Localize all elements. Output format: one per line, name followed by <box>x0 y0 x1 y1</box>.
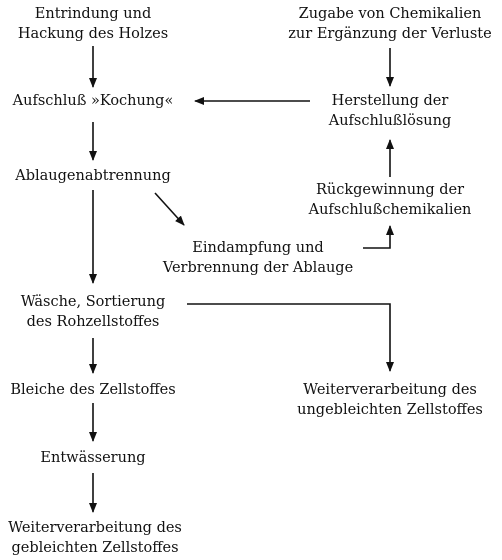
node-aufschluss: Aufschluß »Kochung« <box>0 91 186 111</box>
node-rueckgewinnung-line-1: Rückgewinnung der <box>315 182 465 198</box>
node-weiterverarbeitung-ungebleicht-line-2: ungebleichten Zellstoffes <box>297 402 483 418</box>
node-waesche-line-2: des Rohzellstoffes <box>26 314 160 330</box>
node-entwaesserung-line-1: Entwässerung <box>40 450 146 466</box>
node-ablaugen: Ablaugenabtrennung <box>3 166 183 186</box>
arrow-eindampfung-to-rueckgewinnung <box>363 225 394 249</box>
node-rueckgewinnung: Rückgewinnung der Aufschlußchemikalien <box>290 180 490 220</box>
node-zugabe: Zugabe von Chemikalien zur Ergänzung der… <box>280 4 500 44</box>
node-herstellung: Herstellung der Aufschlußlösung <box>300 91 480 131</box>
node-entrindung: Entrindung und Hackung des Holzes <box>3 4 183 44</box>
node-rueckgewinnung-line-2: Aufschlußchemikalien <box>308 202 472 218</box>
node-entrindung-line-2: Hackung des Holzes <box>17 26 169 42</box>
node-eindampfung-line-1: Eindampfung und <box>192 240 324 256</box>
node-eindampfung: Eindampfung und Verbrennung der Ablauge <box>150 238 366 278</box>
node-ablaugen-line-1: Ablaugenabtrennung <box>15 168 171 184</box>
node-eindampfung-line-2: Verbrennung der Ablauge <box>162 260 354 276</box>
node-zugabe-line-1: Zugabe von Chemikalien <box>298 6 482 22</box>
node-weiterverarbeitung-ungebleicht-line-1: Weiterverarbeitung des <box>303 382 477 398</box>
arrow-ablaugen-to-eindampfung <box>154 192 185 226</box>
node-waesche: Wäsche, Sortierung des Rohzellstoffes <box>3 292 183 332</box>
node-bleiche: Bleiche des Zellstoffes <box>0 380 186 400</box>
node-aufschluss-line-1: Aufschluß »Kochung« <box>12 93 174 109</box>
node-herstellung-line-1: Herstellung der <box>331 93 449 109</box>
node-weiterverarbeitung-gebleicht-line-2: gebleichten Zellstoffes <box>11 540 179 556</box>
node-herstellung-line-2: Aufschlußlösung <box>328 113 452 129</box>
node-entwaesserung: Entwässerung <box>3 448 183 468</box>
node-weiterverarbeitung-gebleicht: Weiterverarbeitung des gebleichten Zells… <box>0 518 190 558</box>
node-weiterverarbeitung-ungebleicht: Weiterverarbeitung des ungebleichten Zel… <box>285 380 495 420</box>
node-bleiche-line-1: Bleiche des Zellstoffes <box>10 382 176 398</box>
node-weiterverarbeitung-gebleicht-line-1: Weiterverarbeitung des <box>8 520 182 536</box>
node-entrindung-line-1: Entrindung und <box>34 6 152 22</box>
arrow-waesche-to-weiterverarbeitung-ungebleicht <box>187 303 394 372</box>
node-zugabe-line-2: zur Ergänzung der Verluste <box>288 26 492 42</box>
node-waesche-line-1: Wäsche, Sortierung <box>20 294 166 310</box>
